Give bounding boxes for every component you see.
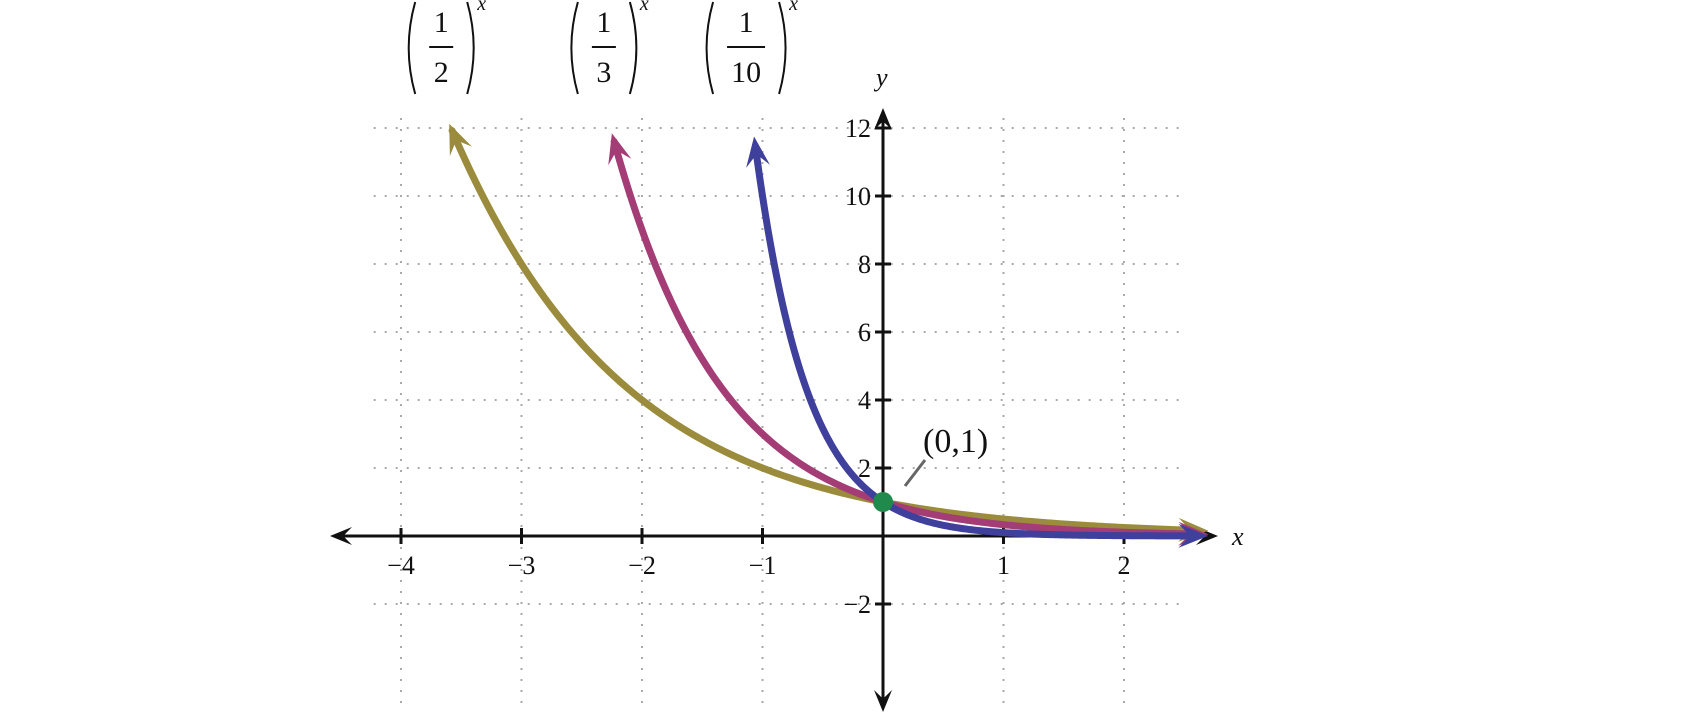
series-label-exponent: x <box>476 0 486 15</box>
y-tick-label: 2 <box>858 454 871 483</box>
y-tick-label: 10 <box>845 182 871 211</box>
grid <box>373 118 1180 712</box>
x-tick-labels: −4 −3 −2 −1 1 2 <box>387 551 1130 580</box>
x-tick-label: −4 <box>387 551 415 580</box>
series-label-numerator: 1 <box>739 6 754 39</box>
paren-right <box>466 1 475 95</box>
series-arrow-end <box>1178 523 1209 548</box>
point-annotation: (0,1) <box>873 423 988 512</box>
series-label-denominator: 3 <box>596 56 611 89</box>
y-tick-label: 6 <box>858 318 871 347</box>
paren-right <box>628 1 638 95</box>
y-axis-label: y <box>873 63 888 92</box>
paren-right <box>778 1 787 95</box>
series-label-numerator: 1 <box>596 6 611 39</box>
y-axis-arrow-top <box>874 108 892 130</box>
series-arrow-start <box>608 133 632 166</box>
series-arrow-start <box>746 136 770 168</box>
y-tick-label: 8 <box>858 250 871 279</box>
annotation-leader-line <box>903 459 927 487</box>
x-tick-label: −2 <box>628 551 656 580</box>
series-label-exponent: x <box>639 0 649 15</box>
x-tick-label: 2 <box>1118 551 1131 580</box>
x-tick-label: −3 <box>508 551 536 580</box>
series-line <box>610 138 1199 538</box>
series-label-denominator: 2 <box>434 56 449 89</box>
paren-left <box>705 1 715 95</box>
series-arrow-start <box>449 123 472 157</box>
y-tick-labels: −2 2 4 6 8 10 12 <box>843 114 871 619</box>
y-tick-label: 4 <box>858 386 871 415</box>
y-tick-label: −2 <box>843 590 871 619</box>
series-label-exponent: x <box>788 0 798 15</box>
axes <box>330 108 1218 712</box>
intercept-point <box>873 492 893 512</box>
x-axis-label: x <box>1231 522 1244 551</box>
axis-ticks <box>399 126 1126 606</box>
series-label: 1 2 x <box>407 0 486 95</box>
series-group <box>448 123 1209 548</box>
series-label-numerator: 1 <box>434 6 449 39</box>
series-label: 1 10 x <box>705 0 798 95</box>
series-labels: 1 2 x 1 3 x 1 10 x <box>407 0 798 95</box>
annotation-label: (0,1) <box>923 423 988 460</box>
series-label-denominator: 10 <box>731 56 761 89</box>
x-tick-label: −1 <box>749 551 777 580</box>
x-tick-label: 1 <box>997 551 1010 580</box>
y-tick-label: 12 <box>845 114 871 143</box>
y-axis-arrow-bottom <box>874 690 892 712</box>
series-line <box>752 146 1198 540</box>
series-label: 1 3 x <box>570 0 649 95</box>
paren-left <box>407 1 417 95</box>
series-line <box>448 127 1201 534</box>
paren-left <box>570 1 579 95</box>
x-axis-arrow-left <box>330 527 352 545</box>
